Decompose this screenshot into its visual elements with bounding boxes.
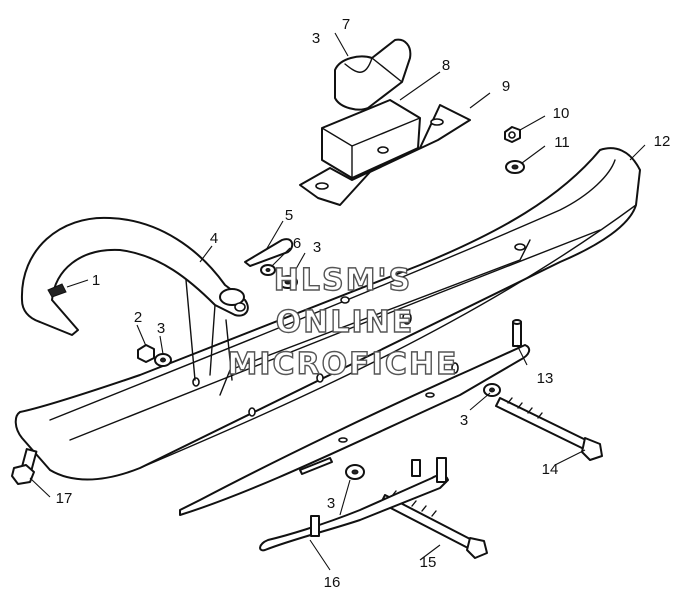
washer-part-11 xyxy=(505,160,525,174)
callout-3-top: 3 xyxy=(313,239,321,256)
watermark-line-3: MICROFICHE xyxy=(228,347,459,382)
callout-13: 13 xyxy=(537,370,554,387)
cotter-pin xyxy=(244,238,294,267)
callout-12: 12 xyxy=(654,133,671,150)
ski-cushion-block xyxy=(334,38,412,111)
callout-10: 10 xyxy=(553,105,570,122)
nut-part-10 xyxy=(504,126,521,143)
washer-part-3-left xyxy=(154,353,172,367)
callout-8: 8 xyxy=(442,57,450,74)
callout-3-left: 3 xyxy=(157,320,165,337)
callout-3-right: 3 xyxy=(460,412,468,429)
carbide-runner xyxy=(259,457,449,552)
bolt-part-14 xyxy=(495,397,603,461)
callout-16: 16 xyxy=(324,574,341,591)
callout-2: 2 xyxy=(134,309,142,326)
callout-3-bottom: 3 xyxy=(327,495,335,512)
ski-wear-plate xyxy=(299,104,471,206)
callout-17: 17 xyxy=(56,490,73,507)
nut-part-2 xyxy=(137,344,155,363)
bolt-part-17 xyxy=(11,448,38,485)
callout-9: 9 xyxy=(502,78,510,95)
leader-lines xyxy=(29,32,646,571)
watermark-line-2: ONLINE xyxy=(276,305,415,340)
callout-14: 14 xyxy=(542,461,559,478)
callout-5: 5 xyxy=(285,207,293,224)
watermark-line-1: HLSM'S xyxy=(274,263,412,298)
washer-part-3-top xyxy=(278,275,298,289)
callout-4: 4 xyxy=(210,230,218,247)
callouts: 1 2 3 4 5 6 3 3 7 8 9 10 11 12 13 3 14 3… xyxy=(56,16,671,591)
callout-7: 7 xyxy=(342,16,350,33)
callout-15: 15 xyxy=(420,554,437,571)
washer-part-6 xyxy=(260,264,276,276)
callout-3-cushion: 3 xyxy=(312,30,320,47)
ski-body xyxy=(14,147,641,481)
callout-11: 11 xyxy=(554,134,570,151)
skag-bar xyxy=(179,319,531,516)
ski-spacer-bracket xyxy=(321,99,421,179)
callout-6: 6 xyxy=(293,235,301,252)
ski-handle-loop xyxy=(20,216,249,381)
watermark: HLSM'S ONLINE MICROFICHE xyxy=(227,262,459,382)
callout-1: 1 xyxy=(92,272,100,289)
washer-part-3-bottom xyxy=(345,464,365,480)
washer-part-3-right xyxy=(483,383,501,397)
